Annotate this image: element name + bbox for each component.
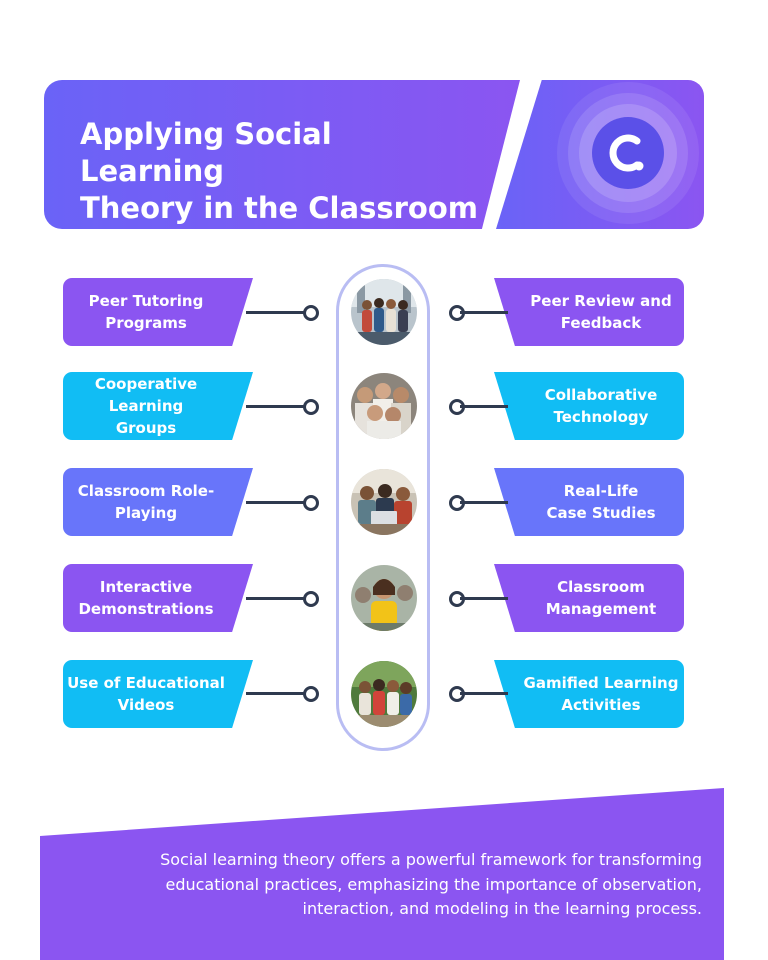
page-title: Applying Social Learning Theory in the C…: [80, 117, 478, 226]
left-item-peer-tutoring: Peer Tutoring Programs: [63, 278, 253, 346]
left-item-educational-videos: Use of Educational Videos: [63, 660, 253, 728]
students-walking-photo: [351, 279, 417, 345]
left-item-role-playing: Classroom Role- Playing: [63, 468, 253, 536]
right-connector-line: [460, 501, 508, 504]
title-banner: [44, 80, 520, 229]
right-connector-line: [460, 597, 508, 600]
student-girl-photo: [351, 565, 417, 631]
left-connector-dot: [303, 686, 319, 702]
left-connector-dot: [303, 399, 319, 415]
students-group-photo: [351, 373, 417, 439]
left-connector-dot: [303, 495, 319, 511]
right-connector-line: [460, 405, 508, 408]
footer-summary: Social learning theory offers a powerful…: [160, 850, 702, 918]
left-item-cooperative-learning: Cooperative Learning Groups: [63, 372, 253, 440]
students-laptop-photo: [351, 469, 417, 535]
left-item-interactive-demonstrations: Interactive Demonstrations: [63, 564, 253, 632]
right-item-gamified-learning: Gamified Learning Activities: [494, 660, 684, 728]
right-connector-line: [460, 692, 508, 695]
left-connector-line: [246, 311, 306, 314]
students-outdoor-photo: [351, 661, 417, 727]
left-connector-line: [246, 405, 306, 408]
left-connector-line: [246, 597, 306, 600]
right-item-case-studies: Real-Life Case Studies: [494, 468, 684, 536]
right-item-peer-review: Peer Review and Feedback: [494, 278, 684, 346]
right-connector-line: [460, 311, 508, 314]
right-item-collaborative-technology: Collaborative Technology: [494, 372, 684, 440]
left-connector-line: [246, 692, 306, 695]
right-item-classroom-management: Classroom Management: [494, 564, 684, 632]
left-connector-dot: [303, 591, 319, 607]
left-connector-dot: [303, 305, 319, 321]
brand-logo-icon: [592, 117, 664, 189]
left-connector-line: [246, 501, 306, 504]
